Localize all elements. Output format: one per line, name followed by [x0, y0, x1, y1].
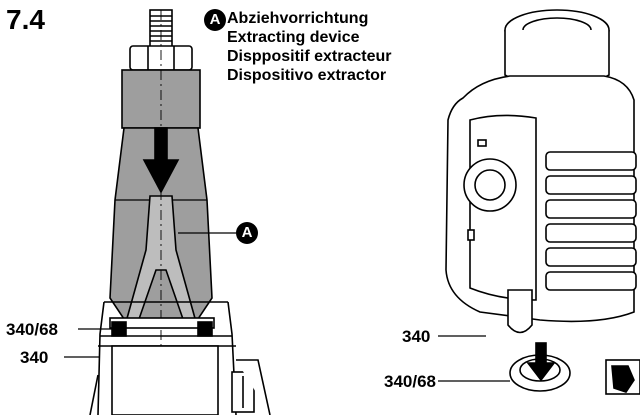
legend-line-en: Extracting device	[227, 29, 360, 46]
housing-bottom-collar	[507, 289, 533, 334]
push-direction-arrow	[142, 127, 180, 194]
callout-badge-a: A	[236, 222, 258, 244]
left-leader-lines	[64, 232, 236, 358]
drill-front-housing	[445, 9, 640, 395]
legend-badge-a: A	[204, 9, 226, 31]
legend-line-de: Abziehvorrichtung	[227, 10, 369, 27]
legend-line-es: Dispositivo extractor	[227, 67, 387, 84]
gear-housing-340	[89, 301, 271, 415]
callout-left-340-68: 340/68	[6, 320, 58, 339]
seal-ring-340-68	[109, 317, 215, 337]
insert-direction-arrow	[526, 342, 556, 382]
tool-icon	[605, 359, 640, 395]
callout-right-340-68: 340/68	[384, 372, 436, 391]
housing-ribs	[545, 151, 637, 291]
extractor-assembly	[89, 9, 271, 415]
right-leader-lines	[438, 335, 510, 382]
callout-right-340: 340	[402, 327, 431, 346]
figure-number: 7.4	[6, 4, 45, 35]
legend-line-fr: Disppositif extracteur	[227, 48, 392, 65]
callout-left-340: 340	[20, 348, 49, 367]
